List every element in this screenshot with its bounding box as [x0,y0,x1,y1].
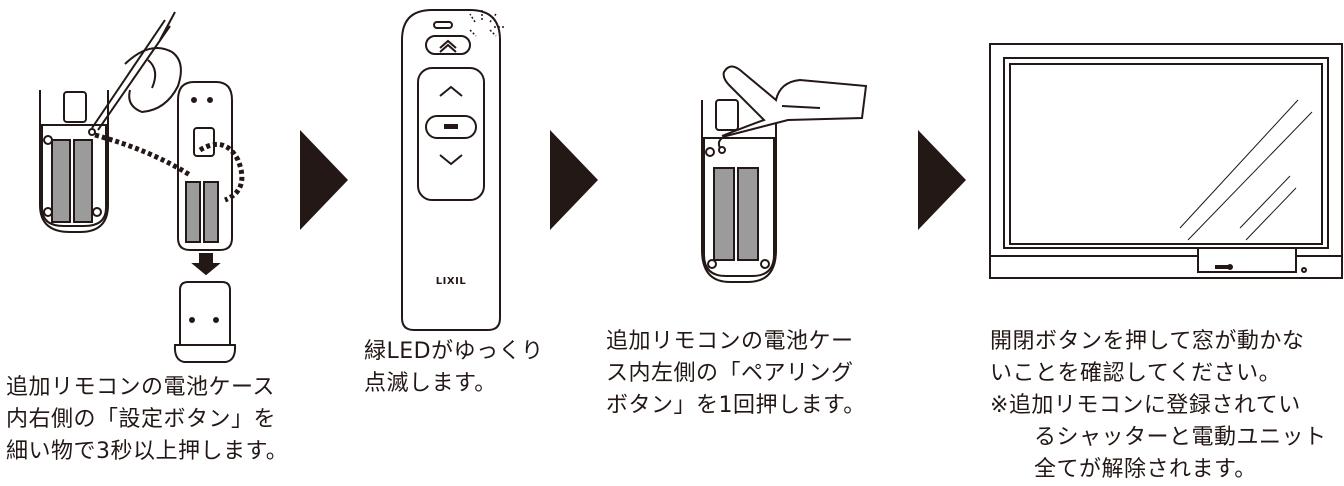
stop-button [425,115,477,139]
caption-line: 追加リモコンの電池ケース [6,375,275,400]
caption-line: いことを確認してください。 [990,361,1282,386]
open-up-button [425,35,471,55]
caption-line: 点滅します。 [364,371,497,396]
glass-reflection [1179,99,1313,241]
caption-line: 開閉ボタンを押して窓が動かな [990,329,1305,354]
remote-brand-logo: LIXIL [435,276,467,287]
remote-front-open [177,81,233,251]
caption-line: ス内左側の「ペアリング [606,361,854,386]
pointing-hand-icon [717,65,868,149]
caption-line: 細い物で3秒以上押します。 [6,439,289,464]
blink-rays-icon [469,10,504,37]
setting-button-dot [88,128,96,136]
dotted-connector [94,132,192,178]
caption-line: 緑LEDがゆっくり [364,339,544,364]
hand-with-pin [91,11,182,131]
step-arrow-2 [550,130,598,230]
caption-line: 内右側の「設定ボタン」を [6,407,277,432]
step4-caption: 開閉ボタンを押して窓が動かな いことを確認してください。 ※追加リモコンに登録さ… [990,326,1327,486]
down-button [439,154,463,166]
step1-caption: 追加リモコンの電池ケース 内右側の「設定ボタン」を 細い物で3秒以上押します。 [6,372,288,468]
remote-back-open [39,90,109,233]
caption-line: ボタン」を1回押します。 [606,393,866,418]
note-line: ※追加リモコンに登録されてい [990,393,1301,418]
step-arrow-1 [300,130,348,230]
caption-line: 追加リモコンの電池ケー [606,329,854,354]
pairing-button-dot [718,146,726,154]
note-line: 全てが解除されます。 [1034,457,1257,482]
step2-caption: 緑LEDがゆっくり 点滅します。 [364,336,544,400]
battery-cover [173,281,237,363]
electric-unit [1197,247,1297,273]
note-line: るシャッターと電動ユニット [1034,425,1327,450]
up-button [439,85,463,97]
control-pad [417,67,485,201]
led-indicator [433,21,453,29]
step-arrow-3 [918,130,966,230]
step3-caption: 追加リモコンの電池ケー ス内左側の「ペアリング ボタン」を1回押します。 [606,326,866,422]
caption-note: ※追加リモコンに登録されてい るシャッターと電動ユニット 全てが解除されます。 [990,390,1327,486]
